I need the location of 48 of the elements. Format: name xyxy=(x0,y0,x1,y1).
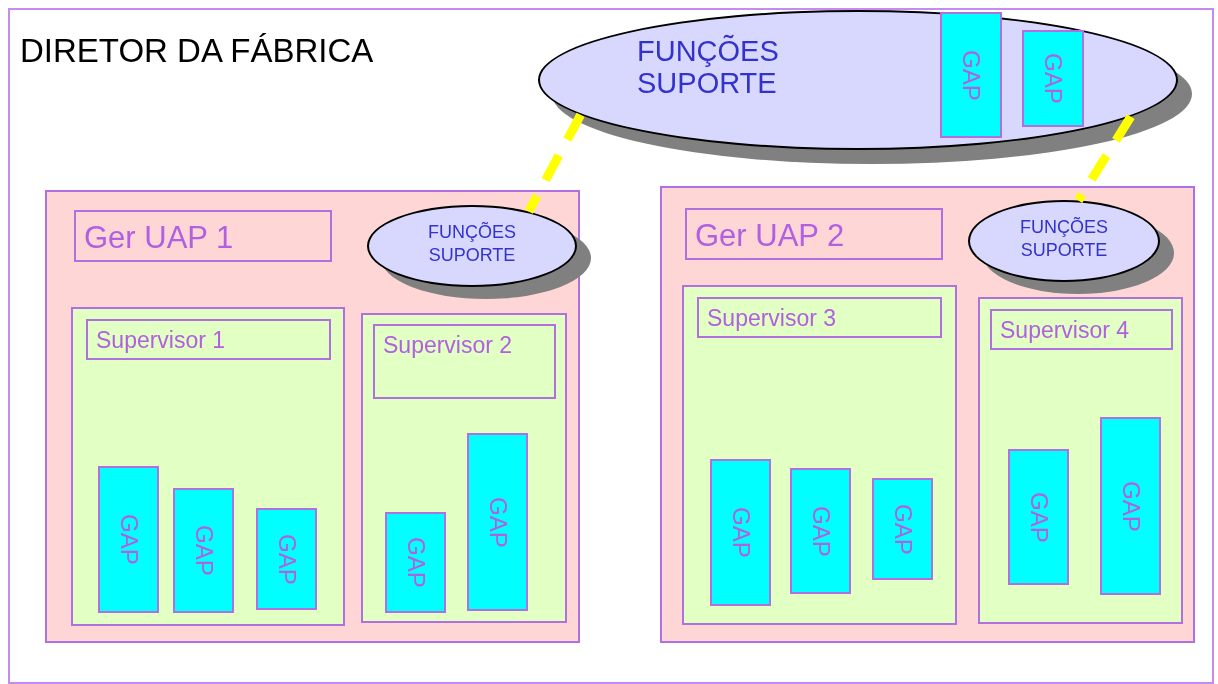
gap-label: GAP xyxy=(726,507,755,558)
team-panel xyxy=(71,307,345,626)
team-panel xyxy=(361,313,567,623)
gap-box xyxy=(173,488,234,613)
gap-box xyxy=(385,512,446,613)
unit-panel xyxy=(660,186,1195,643)
gap-box xyxy=(940,12,1002,138)
gap-label: GAP xyxy=(189,525,218,576)
gap-box xyxy=(1100,417,1161,595)
ellipse-label: FUNÇÕES SUPORTE xyxy=(637,36,780,100)
gap-label: GAP xyxy=(272,533,301,585)
supervisor-label: Supervisor 1 xyxy=(95,326,227,354)
team-panel xyxy=(978,297,1183,624)
gap-box xyxy=(872,478,933,580)
manager-box xyxy=(685,208,943,260)
gap-label: GAP xyxy=(1116,480,1145,532)
supervisor-box xyxy=(697,297,942,338)
team-panel xyxy=(682,285,957,625)
gap-box xyxy=(98,466,159,613)
supervisor-label: Supervisor 4 xyxy=(999,316,1131,344)
manager-box xyxy=(74,210,332,262)
gap-box xyxy=(710,459,771,606)
manager-label: Ger UAP 2 xyxy=(694,217,846,254)
gap-box xyxy=(1008,449,1069,585)
manager-label: Ger UAP 1 xyxy=(83,219,235,256)
frame-box xyxy=(8,8,1214,684)
ellipse-label: FUNÇÕES SUPORTE xyxy=(427,221,517,268)
gap-box xyxy=(1022,30,1084,127)
gap-box xyxy=(467,433,528,611)
dashed-connector xyxy=(1074,114,1135,203)
gap-box xyxy=(256,508,317,610)
gap-label: GAP xyxy=(483,496,512,548)
supervisor-box xyxy=(990,309,1173,350)
ellipse-label: FUNÇÕES SUPORTE xyxy=(1019,216,1109,263)
dashed-connector xyxy=(524,112,585,214)
gap-label: GAP xyxy=(401,537,430,588)
gap-label: GAP xyxy=(888,503,917,555)
gap-label: GAP xyxy=(806,505,835,557)
gap-box xyxy=(790,468,851,594)
gap-label: GAP xyxy=(114,514,143,565)
gap-label: GAP xyxy=(1024,491,1053,543)
supervisor-box xyxy=(373,324,556,399)
gap-label: GAP xyxy=(1039,53,1067,104)
gap-label: GAP xyxy=(957,49,985,101)
supervisor-box xyxy=(86,319,331,360)
supervisor-label: Supervisor 3 xyxy=(706,304,838,332)
supervisor-label: Supervisor 2 xyxy=(382,331,514,359)
frame-title: DIRETOR DA FÁBRICA xyxy=(20,32,374,70)
